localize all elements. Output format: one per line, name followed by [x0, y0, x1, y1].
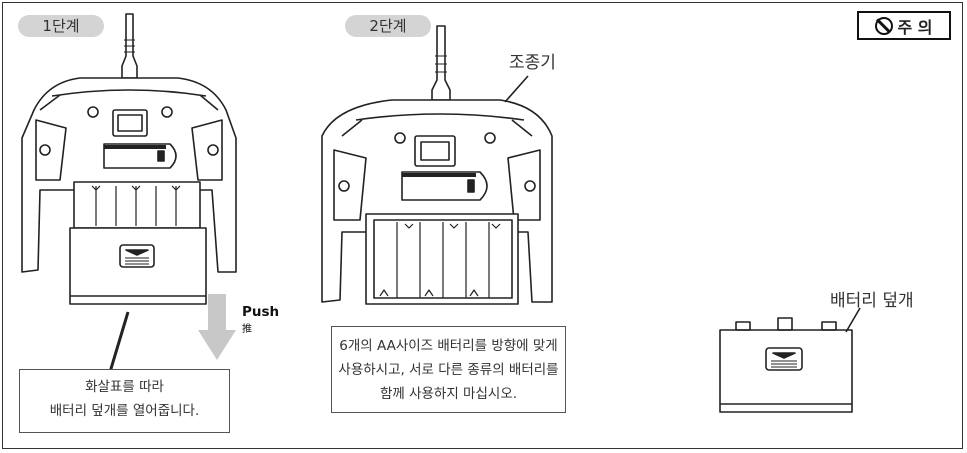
- caution-badge: 주 의: [857, 11, 951, 40]
- controller-step2: [321, 25, 553, 305]
- battery-cover: [719, 307, 861, 413]
- caution-label: 주 의: [897, 17, 933, 37]
- controller-step1: [21, 13, 237, 373]
- step1-line1: 화살표를 따라: [85, 379, 164, 395]
- step2-line1: 6개의 AA사이즈 배터리를 방향에 맞게: [339, 338, 558, 354]
- push-sublabel: 推: [242, 324, 252, 335]
- step2-line3: 함께 사용하지 마십시오.: [379, 386, 518, 402]
- step1-instruction-box: 화살표를 따라 배터리 덮개를 열어줍니다.: [19, 369, 230, 433]
- controller-label: 조종기: [509, 53, 556, 73]
- step1-line2: 배터리 덮개를 열어줍니다.: [49, 403, 200, 419]
- push-arrow: [198, 294, 236, 360]
- prohibition-icon: [875, 16, 894, 35]
- battery-cover-label: 배터리 덮개: [830, 291, 914, 311]
- step1-badge: 1단계: [18, 15, 104, 37]
- push-label: Push: [242, 304, 280, 320]
- step2-badge: 2단계: [345, 15, 431, 37]
- step2-line2: 사용하시고, 서로 다른 종류의 배터리를: [338, 362, 559, 378]
- step2-instruction-box: 6개의 AA사이즈 배터리를 방향에 맞게 사용하시고, 서로 다른 종류의 배…: [331, 326, 566, 413]
